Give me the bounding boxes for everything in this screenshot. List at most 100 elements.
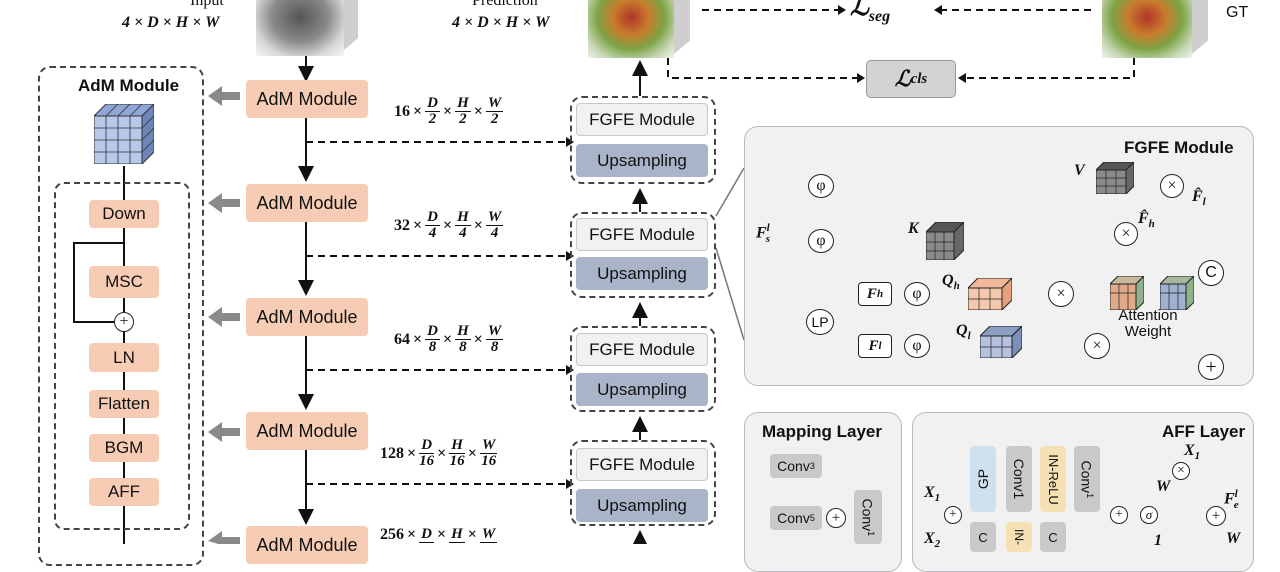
- aff-partial-in: IN-: [1012, 529, 1026, 545]
- adm-block-bgm: BGM: [89, 434, 159, 462]
- adm-module-5: AdM Module: [246, 526, 368, 564]
- input-volume-image: [254, 0, 360, 56]
- mapping-conv1: Conv1: [854, 490, 882, 544]
- frac-den: 2: [459, 111, 467, 127]
- loss-seg-symbol: ℒ: [850, 0, 869, 21]
- v-label: V: [1074, 162, 1085, 179]
- adm-module-2: AdM Module: [246, 184, 368, 222]
- frac-num: D: [425, 95, 440, 112]
- decoder-block-2: [570, 212, 716, 298]
- prediction-dims: 4 × D × H × W: [452, 14, 550, 31]
- prediction-volume-image: [586, 0, 696, 60]
- adm-panel-title: AdM Module: [78, 76, 180, 95]
- conv1-sup: 1: [866, 530, 877, 536]
- frac-den: 8: [459, 339, 467, 355]
- adm-module-3: AdM Module: [246, 298, 368, 336]
- frac-den: 8: [490, 339, 499, 355]
- frac-num: D: [419, 526, 434, 543]
- times-node-qh: ×: [1048, 281, 1074, 307]
- loss-seg-sub: seg: [868, 8, 891, 26]
- frac-den: 16: [419, 453, 435, 469]
- aff-conv1-label: Conv1: [1011, 458, 1027, 500]
- frac-den: 8: [428, 339, 437, 355]
- aff-layer-title: AFF Layer: [1162, 422, 1246, 441]
- aff-conv1b-block: Conv1: [1074, 446, 1100, 512]
- fraction-w: W: [479, 527, 498, 543]
- fhat-h-label: F̂h: [1138, 210, 1155, 230]
- attention-weight-h-icon: [1108, 274, 1146, 312]
- v-tensor-icon: [1094, 160, 1136, 196]
- gt-label: GT: [1226, 4, 1249, 21]
- fhat-h-symbol: F̂: [1138, 210, 1149, 227]
- frac-num: W: [485, 209, 504, 226]
- aff-x2-in: X2: [924, 530, 940, 550]
- mapping-plus-node: +: [826, 508, 846, 528]
- aff-partial-c-2: C: [1048, 529, 1058, 545]
- aff-one-label: 1: [1154, 532, 1162, 549]
- loss-cls-sub: cls: [910, 70, 928, 87]
- aff-conv1b-label: Conv: [1078, 460, 1095, 493]
- aff-conv1-block: Conv1: [1006, 446, 1032, 512]
- frac-num: D: [425, 323, 440, 340]
- conv3-label: Conv: [777, 458, 810, 474]
- k-tensor-icon: [924, 220, 966, 262]
- frac-den: 2: [490, 111, 499, 127]
- fl-sub: l: [878, 340, 882, 352]
- aff-times: ×: [1172, 462, 1190, 480]
- decoder-block-3: [570, 326, 716, 412]
- upsampling-1: Upsampling: [576, 144, 708, 177]
- fgfe-module-2: FGFE Module: [576, 218, 708, 251]
- aff-gp-block: GP: [970, 446, 996, 512]
- frac-num: W: [485, 323, 504, 340]
- fraction-d: D: [419, 527, 434, 543]
- input-dims: 4 × D × H × W: [122, 14, 220, 31]
- fhat-l-label: F̂l: [1192, 188, 1206, 208]
- fgfe-input-fs: Fls: [756, 222, 770, 245]
- ql-tensor-icon: [978, 324, 1024, 360]
- stage-coef: 16: [394, 102, 410, 120]
- upsampling-3: Upsampling: [576, 373, 708, 406]
- frac-den: 16: [481, 453, 497, 469]
- qh-tensor-icon: [966, 276, 1014, 312]
- plus-node-out: +: [1198, 354, 1224, 380]
- attention-weight-label: Attention Weight: [1106, 308, 1190, 340]
- aff-w-lower: W: [1226, 530, 1241, 547]
- input-label: Input: [190, 0, 224, 9]
- aff-conv1b-sup: 1: [1085, 492, 1096, 498]
- times-node-v: ×: [1160, 174, 1184, 198]
- fe-sup: l: [1234, 488, 1238, 500]
- x1-top-sub: 1: [1194, 450, 1201, 463]
- loss-seg: ℒseg: [850, 0, 890, 26]
- fgfe-panel-title: FGFE Module: [1124, 138, 1234, 157]
- feature-cube-icon: [92, 102, 156, 166]
- gt-volume-image: [1100, 0, 1214, 60]
- fs-symbol: F: [756, 224, 767, 242]
- adm-block-msc: MSC: [89, 266, 159, 298]
- times-node-ql: ×: [1084, 333, 1110, 359]
- aff-fe-label: Fle: [1224, 488, 1239, 511]
- upsampling-2: Upsampling: [576, 257, 708, 290]
- frac-num: W: [480, 437, 498, 454]
- adm-block-down: Down: [89, 200, 159, 228]
- fgfe-module-4: FGFE Module: [576, 448, 708, 481]
- ql-label: Ql: [956, 322, 971, 342]
- aff-partial-c: C: [978, 529, 988, 545]
- adm-block-ln: LN: [89, 343, 159, 372]
- fgfe-module-3: FGFE Module: [576, 333, 708, 366]
- conv5-sup: 5: [809, 513, 815, 523]
- adm-module-1: AdM Module: [246, 80, 368, 118]
- lp-node: LP: [806, 309, 834, 335]
- inrelu-label: IN-ReLU: [1045, 453, 1061, 505]
- fs-sup: l: [766, 222, 770, 234]
- fh-sub: h: [876, 288, 884, 300]
- frac-num: H: [455, 323, 471, 340]
